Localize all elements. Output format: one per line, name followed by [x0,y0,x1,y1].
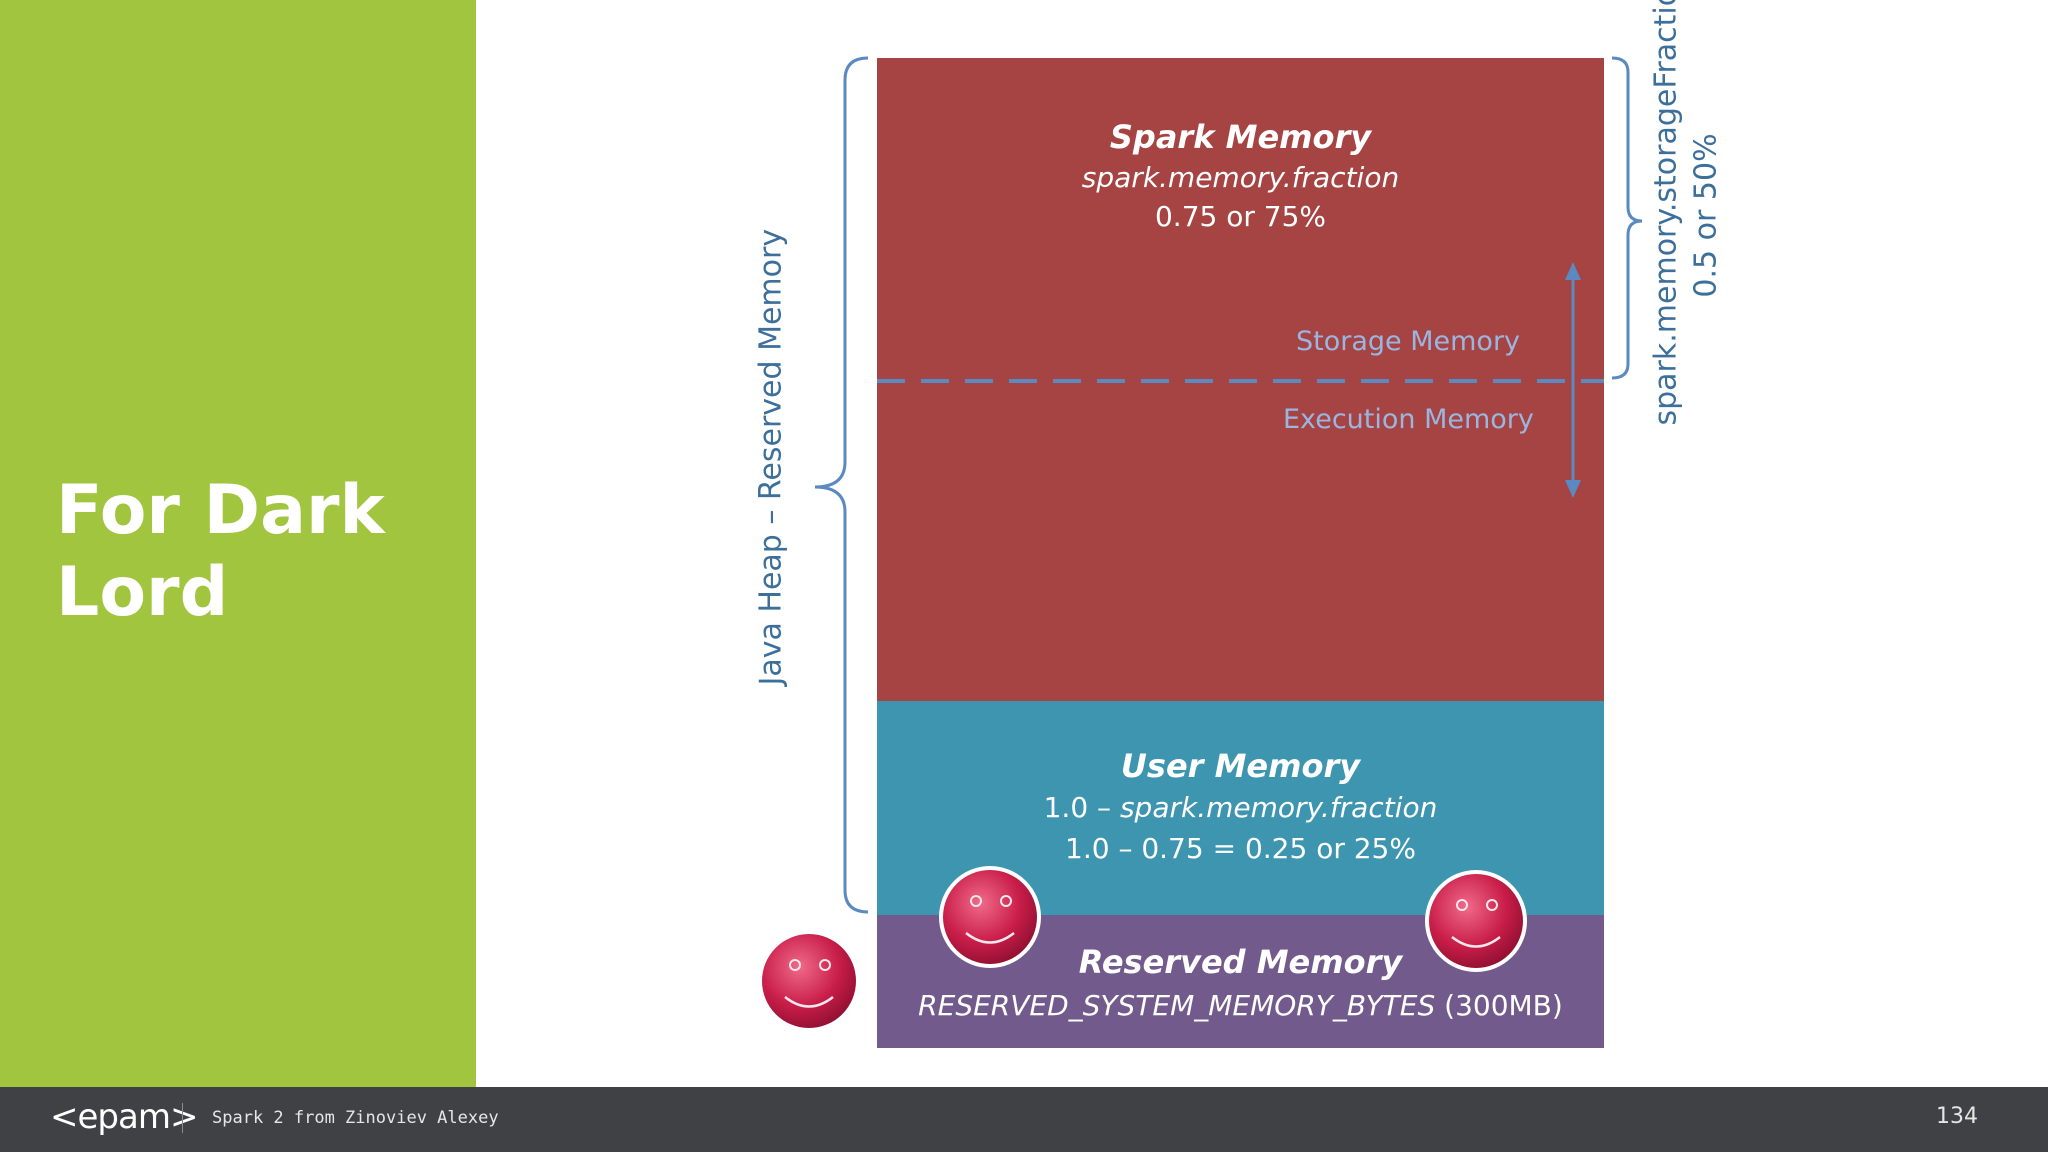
epam-logo: <epam> [50,1097,198,1137]
reserved-memory-constant: RESERVED_SYSTEM_MEMORY_BYTES [918,989,1436,1022]
reserved-memory-size: (300MB) [1435,989,1563,1022]
smiley-icon [939,866,1041,968]
spark-memory-title: Spark Memory [1109,118,1372,156]
storage-memory-label: Storage Memory [1296,326,1521,357]
page-number: 134 [1936,1104,1978,1129]
user-memory-formula-prefix: 1.0 – [1043,791,1120,824]
user-memory-value: 1.0 – 0.75 = 0.25 or 25% [1065,832,1416,865]
user-memory-formula: 1.0 – spark.memory.fraction [877,791,1604,824]
spark-memory-value: 0.75 or 75% [1154,200,1327,233]
smiley-icon [1425,870,1527,972]
user-memory-title: User Memory [1120,747,1361,785]
slide-title: For Dark Lord [56,471,385,632]
right-brace [1611,56,1643,380]
footer-caption: Spark 2 from Zinoviev Alexey [212,1108,499,1128]
storage-fraction-label: spark.memory.storageFraction [1648,0,1684,426]
spark-memory-param: spark.memory.fraction [1081,161,1400,194]
smiley-icon [758,930,860,1032]
reserved-memory-title: Reserved Memory [1078,943,1403,981]
memory-diagram: Spark Memory spark.memory.fraction 0.75 … [753,0,1724,1048]
storage-fraction-value: 0.5 or 50% [1688,133,1724,298]
execution-memory-label: Execution Memory [1283,404,1534,435]
java-heap-label: Java Heap – Reserved Memory [753,228,789,686]
reserved-memory-param: RESERVED_SYSTEM_MEMORY_BYTES (300MB) [877,989,1604,1022]
footer-bar: <epam> Spark 2 from Zinoviev Alexey 134 [0,1087,2048,1152]
diagram-overlay [814,56,1643,914]
user-memory-formula-param: spark.memory.fraction [1119,791,1438,824]
left-brace [814,56,869,914]
storage-execution-arrow [1565,262,1581,498]
footer-divider [182,1103,183,1133]
title-panel: For Dark Lord [0,0,476,1087]
